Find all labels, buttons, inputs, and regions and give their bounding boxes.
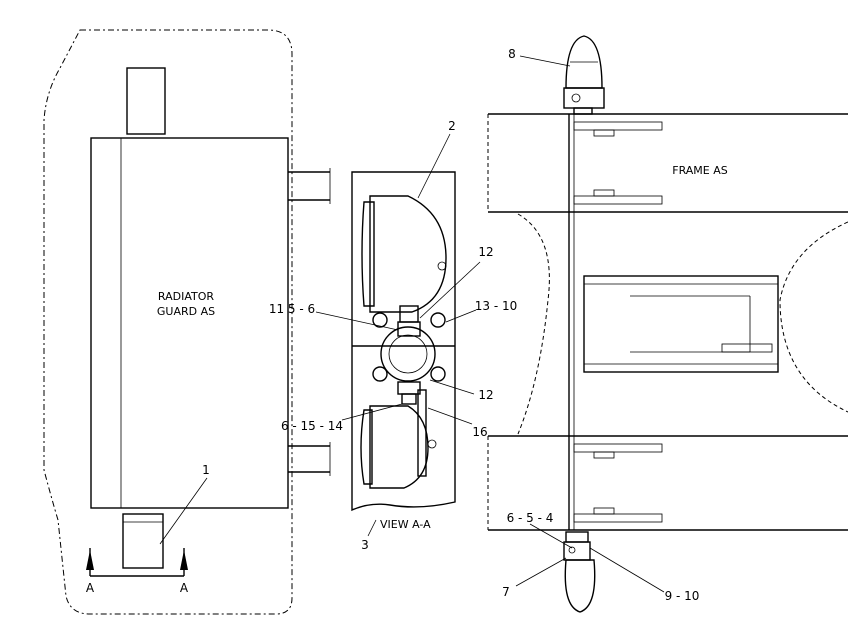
callout-8: 8 bbox=[508, 47, 516, 61]
radiator-label-line1: RADIATOR bbox=[158, 290, 214, 303]
callout-7: 7 bbox=[502, 585, 510, 599]
callout-11-5-6: 11 5 - 6 bbox=[269, 302, 315, 316]
callout-1: 1 bbox=[202, 463, 210, 477]
leader-3 bbox=[367, 519, 377, 537]
section-a-right-label: A bbox=[180, 581, 189, 595]
top-frame-lamp bbox=[563, 35, 605, 115]
section-marker-left bbox=[86, 548, 94, 576]
leader-6-15-14 bbox=[341, 403, 403, 421]
radiator-guard-body bbox=[90, 137, 331, 509]
leader-11-5-6 bbox=[315, 311, 399, 331]
view-aa-label: VIEW A-A bbox=[380, 518, 431, 531]
bottom-frame-lamp bbox=[563, 531, 596, 613]
leader-7 bbox=[515, 557, 567, 587]
callout-6-15-14: 6 - 15 - 14 bbox=[281, 419, 343, 433]
mounting-bracket bbox=[372, 305, 446, 405]
lower-lamp bbox=[360, 389, 437, 489]
callout-9-10: 9 - 10 bbox=[665, 589, 700, 603]
leader-8 bbox=[519, 55, 571, 67]
callout-12-bottom: 12 bbox=[478, 388, 493, 402]
bottom-mounting-block bbox=[122, 513, 164, 569]
callout-6-5-4: 6 - 5 - 4 bbox=[507, 511, 554, 525]
callout-16: 16 bbox=[472, 425, 487, 439]
frame-assembly bbox=[487, 113, 848, 531]
callout-2: 2 bbox=[448, 119, 456, 133]
view-aa-frame bbox=[351, 171, 456, 512]
radiator-guard-outline bbox=[43, 29, 293, 615]
section-marker-right bbox=[180, 548, 188, 576]
leader-2 bbox=[417, 133, 451, 199]
callout-13-10: 13 - 10 bbox=[475, 299, 518, 313]
leader-6-5-4 bbox=[529, 523, 573, 549]
section-a-left-label: A bbox=[86, 581, 95, 595]
leader-16 bbox=[427, 407, 473, 425]
callout-12-top: 12 bbox=[478, 245, 493, 259]
top-mounting-block bbox=[126, 67, 166, 135]
leader-12-top bbox=[419, 261, 481, 319]
callout-3: 3 bbox=[361, 538, 369, 552]
radiator-label-line2: GUARD AS bbox=[157, 305, 215, 318]
leader-9-10 bbox=[589, 547, 665, 593]
leader-12-bottom bbox=[429, 379, 475, 395]
frame-label: FRAME AS bbox=[672, 164, 728, 177]
upper-lamp bbox=[361, 195, 447, 313]
leader-13-10 bbox=[445, 309, 477, 323]
leader-1 bbox=[159, 477, 208, 545]
